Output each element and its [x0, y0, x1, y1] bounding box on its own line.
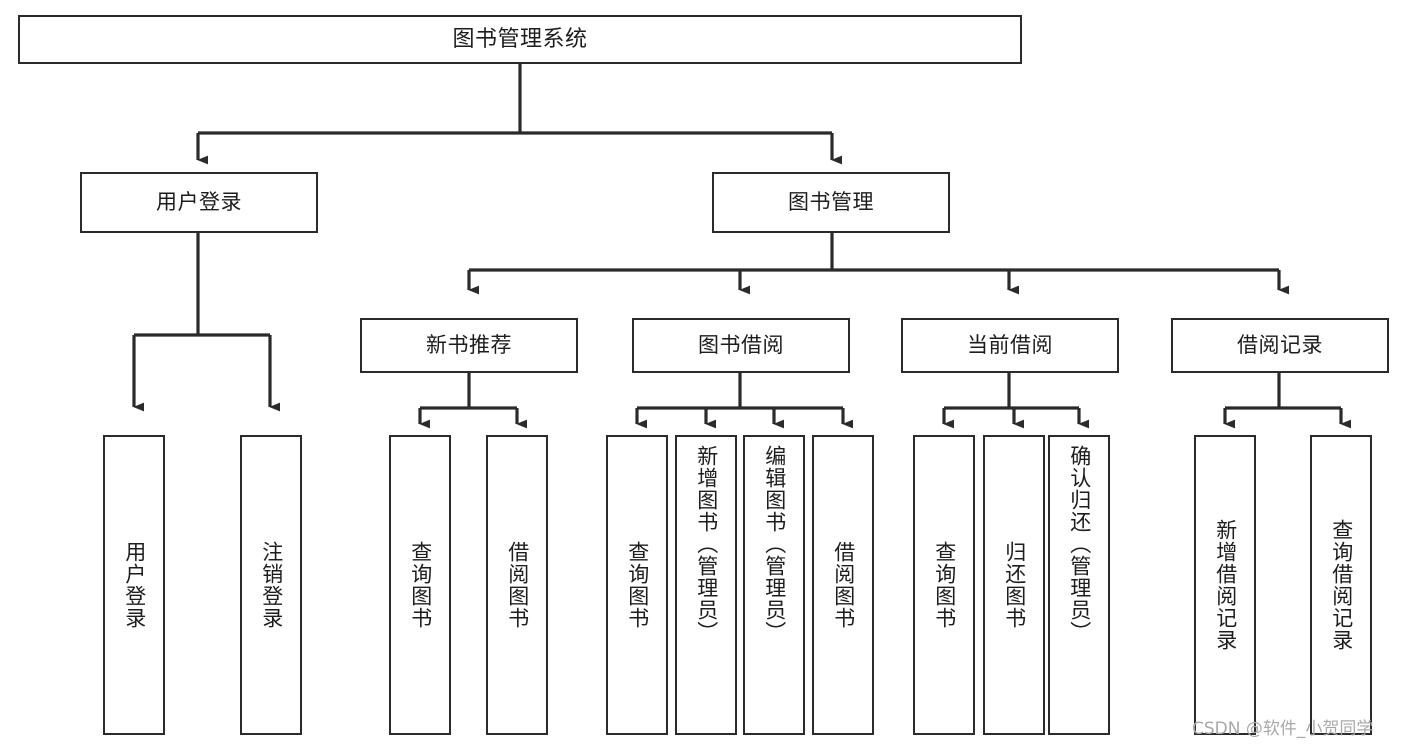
leaf-borrow-book-newbook[interactable]: 借阅图书 [486, 435, 548, 735]
leaf-query-borrow-record-label: 查询借阅记录 [1329, 519, 1354, 651]
node-user-login-label: 用户登录 [156, 190, 242, 214]
leaf-user-login-label: 用户登录 [122, 541, 147, 629]
node-borrow-records-label: 借阅记录 [1237, 333, 1323, 357]
leaf-borrow-book-newbook-label: 借阅图书 [505, 541, 530, 629]
leaf-logout-label: 注销登录 [259, 541, 284, 629]
node-current-borrow[interactable]: 当前借阅 [901, 318, 1119, 373]
leaf-borrow-book-borrow[interactable]: 借阅图书 [812, 435, 874, 735]
leaf-edit-book-admin-label: 编辑图书（管理员） [762, 445, 787, 643]
leaf-borrow-book-borrow-label: 借阅图书 [831, 541, 856, 629]
leaf-query-book-current-label: 查询图书 [932, 541, 957, 629]
node-new-book-recommend-label: 新书推荐 [426, 333, 512, 357]
node-current-borrow-label: 当前借阅 [967, 333, 1053, 357]
node-book-management[interactable]: 图书管理 [712, 172, 950, 233]
leaf-query-book-borrow-label: 查询图书 [625, 541, 650, 629]
leaf-add-borrow-record-label: 新增借阅记录 [1213, 519, 1238, 651]
leaf-logout[interactable]: 注销登录 [240, 435, 302, 735]
leaf-query-book-borrow[interactable]: 查询图书 [606, 435, 668, 735]
node-root[interactable]: 图书管理系统 [18, 15, 1022, 64]
leaf-query-book-current[interactable]: 查询图书 [913, 435, 975, 735]
leaf-query-book-newbook-label: 查询图书 [408, 541, 433, 629]
node-root-label: 图书管理系统 [452, 26, 588, 52]
leaf-add-book-admin[interactable]: 新增图书（管理员） [675, 435, 737, 735]
leaf-add-borrow-record[interactable]: 新增借阅记录 [1194, 435, 1256, 735]
node-new-book-recommend[interactable]: 新书推荐 [360, 318, 578, 373]
node-borrow-records[interactable]: 借阅记录 [1171, 318, 1389, 373]
leaf-add-book-admin-label: 新增图书（管理员） [694, 445, 719, 643]
node-book-management-label: 图书管理 [788, 190, 874, 214]
leaf-return-book[interactable]: 归还图书 [983, 435, 1045, 735]
node-user-login[interactable]: 用户登录 [80, 172, 318, 233]
leaf-user-login[interactable]: 用户登录 [103, 435, 165, 735]
leaf-confirm-return-admin[interactable]: 确认归还（管理员） [1048, 435, 1110, 735]
node-book-borrow[interactable]: 图书借阅 [632, 318, 850, 373]
leaf-return-book-label: 归还图书 [1002, 541, 1027, 629]
node-book-borrow-label: 图书借阅 [698, 333, 784, 357]
leaf-query-book-newbook[interactable]: 查询图书 [389, 435, 451, 735]
leaf-query-borrow-record[interactable]: 查询借阅记录 [1310, 435, 1372, 735]
leaf-edit-book-admin[interactable]: 编辑图书（管理员） [743, 435, 805, 735]
leaf-confirm-return-admin-label: 确认归还（管理员） [1067, 445, 1092, 643]
